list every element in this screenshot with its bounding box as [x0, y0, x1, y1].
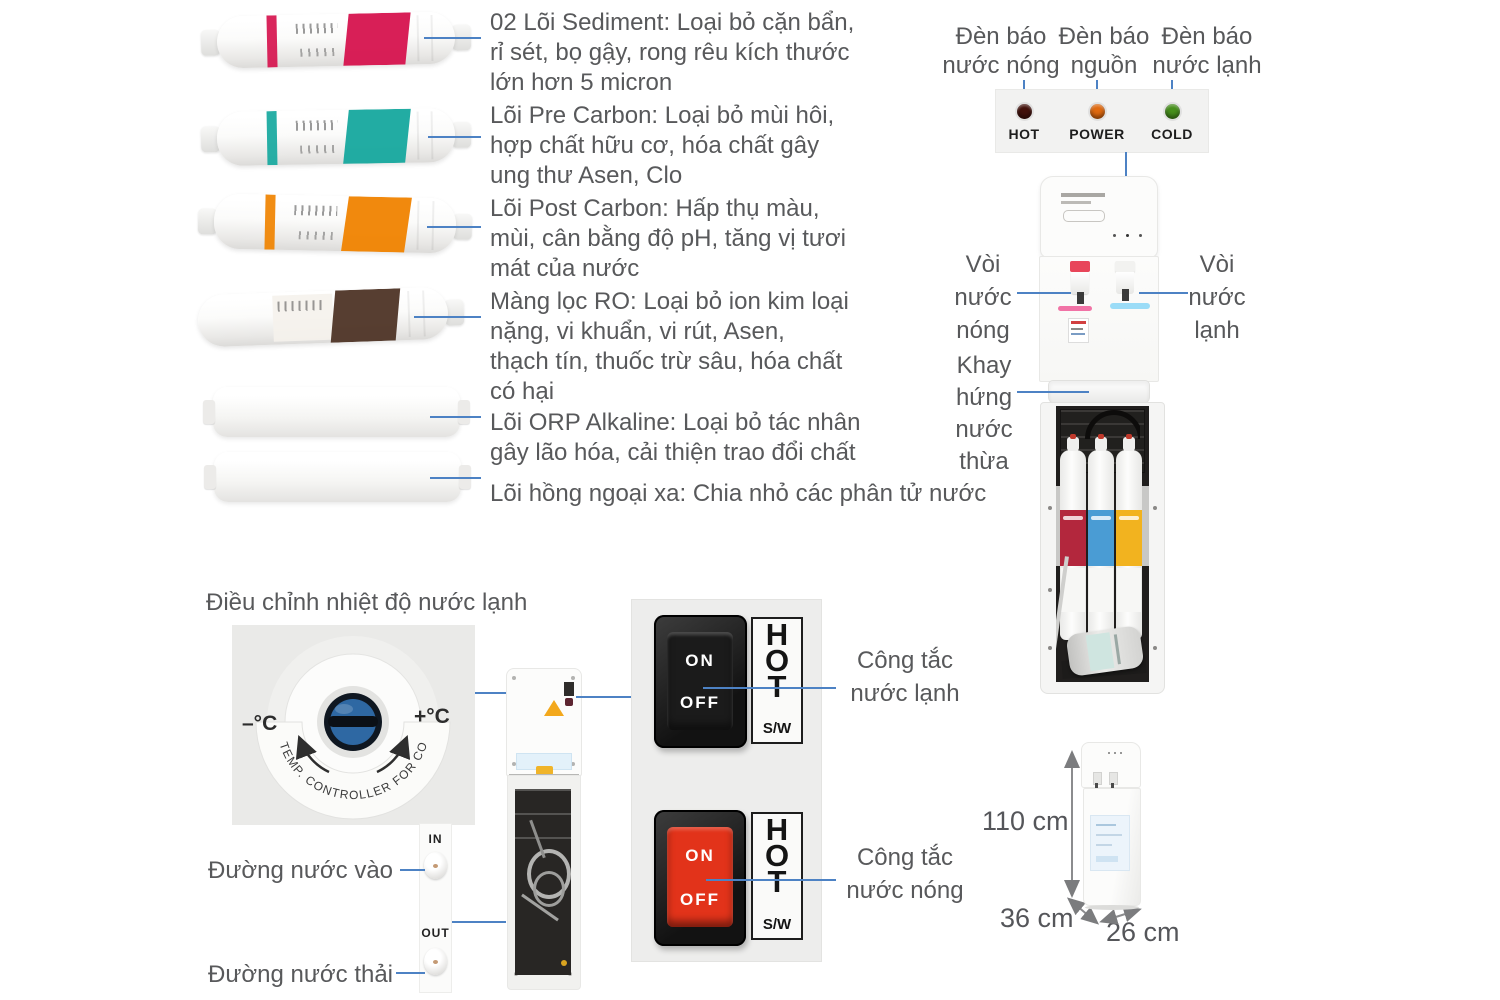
- cold-switch-rocker: ON OFF: [667, 632, 733, 730]
- filter-cartridge-orp-alkaline: [203, 387, 470, 437]
- tubing-arc: [1082, 407, 1140, 439]
- inner-filter-bottle-blue: [1088, 434, 1114, 640]
- filter-cartridge-ro-membrane: [197, 286, 465, 348]
- mini-dispenser: [1077, 740, 1145, 912]
- cold-tap-callout: Vòi nước lạnh: [1188, 251, 1246, 344]
- leader-line: [452, 921, 506, 923]
- cold-led: [1165, 104, 1180, 119]
- cold-switch-callout: Công tắc nước lạnh: [850, 647, 960, 707]
- hot-switch-callout: Công tắc nước nóng: [846, 844, 964, 904]
- leader-line: [427, 226, 481, 228]
- back-opening: [515, 789, 571, 975]
- depth-dimension: 36 cm: [1000, 903, 1074, 933]
- indicator-callout-hot: Đèn báo nước nóng: [942, 23, 1060, 79]
- filter-cartridge-sediment: [200, 11, 472, 69]
- leader-line: [428, 136, 481, 138]
- temp-control-panel: –°C +°C TEMP. CONTROLLER FOR COLD: [227, 614, 475, 825]
- leader-line: [396, 972, 425, 974]
- dispenser-front-view: [1038, 175, 1165, 694]
- filter-description: Lõi Pre Carbon: Loại bỏ mùi hôi, hợp chấ…: [490, 102, 835, 189]
- leader-line: [706, 879, 836, 881]
- dial-arrow-right: [376, 735, 411, 774]
- leader-line: [400, 869, 425, 871]
- inner-filter-bottle-red: [1060, 434, 1086, 640]
- leader-line: [424, 37, 481, 39]
- filter-cartridge-far-infrared: [204, 452, 471, 502]
- label-band: [342, 12, 411, 66]
- filter-cartridge-post-carbon: [197, 193, 473, 254]
- cold-switch-bezel: ON OFF: [654, 615, 747, 748]
- hot-tap-callout: Vòi nước nóng: [954, 251, 1012, 344]
- power-led-label: POWER: [1069, 126, 1125, 142]
- hot-led-label: HOT: [1008, 126, 1040, 142]
- dimension-arrows: [1064, 750, 1142, 925]
- out-port-label: OUT: [421, 926, 450, 940]
- hot-color-strip: [1058, 306, 1092, 311]
- dispenser-back-view: [506, 668, 582, 990]
- in-port-label: IN: [428, 832, 443, 846]
- indicator-callout-power: Đèn báo nguồn: [1058, 23, 1150, 79]
- filter-description: Lõi ORP Alkaline: Loại bỏ tác nhân gây l…: [490, 409, 861, 466]
- inlet-callout: Đường nước vào: [208, 857, 394, 884]
- indicator-callout-cold: Đèn báo nước lạnh: [1152, 23, 1262, 79]
- cold-led-label: COLD: [1151, 126, 1193, 142]
- leader-line: [430, 416, 481, 418]
- height-dimension: 110 cm: [982, 806, 1069, 836]
- switch-off-label: OFF: [680, 693, 720, 712]
- temp-control-title: Điều chỉnh nhiệt độ nước lạnh: [206, 589, 528, 616]
- hot-switch-bezel: ON OFF: [654, 810, 746, 946]
- filter-cartridge-pre-carbon: [200, 107, 472, 167]
- out-port: [424, 948, 447, 975]
- hot-led: [1017, 104, 1032, 119]
- drain-callout: Đường nước thải: [208, 961, 394, 988]
- brand-mark: [1061, 193, 1105, 197]
- dial-plus-label: +°C: [414, 705, 450, 728]
- dispenser-head: [1040, 176, 1158, 258]
- dial-minus-label: –°C: [242, 712, 277, 735]
- leader-line: [576, 696, 632, 698]
- leader-line: [430, 477, 481, 479]
- drip-tray-callout: Khay hứng nước thừa: [955, 352, 1013, 475]
- mini-body: [1083, 788, 1141, 906]
- indicator-panel: HOT POWER COLD: [996, 90, 1208, 152]
- port-strip: IN OUT: [420, 824, 451, 992]
- tag-sw-text: S/W: [762, 720, 792, 737]
- dispenser-body: [1039, 256, 1159, 382]
- cold-color-strip: [1110, 303, 1150, 309]
- filter-description: Lõi hồng ngoại xa: Chia nhỏ các phân tử …: [490, 480, 987, 507]
- leader-line: [414, 316, 481, 318]
- mini-decal: [1090, 815, 1130, 871]
- cold-switch-tag: HOT S/W: [751, 617, 803, 744]
- leader-line: [475, 692, 506, 694]
- inner-filter-bottle-yellow: [1116, 434, 1142, 640]
- dial-arrow-left: [295, 735, 330, 774]
- filter-description: Màng lọc RO: Loại bỏ ion kim loại nặng, …: [490, 288, 849, 405]
- tag-vertical-text: HOT: [764, 617, 790, 704]
- switch-on-label: ON: [685, 651, 715, 670]
- temp-dial: –°C +°C TEMP. CONTROLLER FOR COLD: [227, 614, 451, 820]
- warning-sticker: [1068, 318, 1089, 343]
- head-indicator-dots: [1113, 232, 1147, 240]
- leader-line: [703, 687, 836, 689]
- filter-bracket: [1141, 486, 1149, 566]
- cabinet-opening: [1056, 406, 1149, 682]
- cartridge-body: [216, 11, 456, 69]
- power-module: [564, 682, 574, 696]
- switch-panel: ON OFF HOT S/W ON OFF HOT S/W: [632, 600, 821, 961]
- leader-line: [1017, 292, 1071, 294]
- label-stripe: [266, 15, 278, 68]
- filter-description: 02 Lõi Sediment: Loại bỏ cặn bẩn, rỉ sét…: [490, 9, 855, 96]
- in-port: [424, 852, 447, 879]
- power-led: [1090, 104, 1105, 119]
- hot-switch-rocker: ON OFF: [667, 827, 733, 927]
- back-top-panel: [506, 668, 582, 776]
- leader-line: [1017, 391, 1089, 393]
- warning-triangle-icon: [544, 700, 564, 716]
- filter-description: Lõi Post Carbon: Hấp thụ màu, mùi, cân b…: [490, 195, 846, 282]
- hot-switch-tag: HOT S/W: [751, 812, 803, 940]
- leader-line: [1139, 292, 1188, 294]
